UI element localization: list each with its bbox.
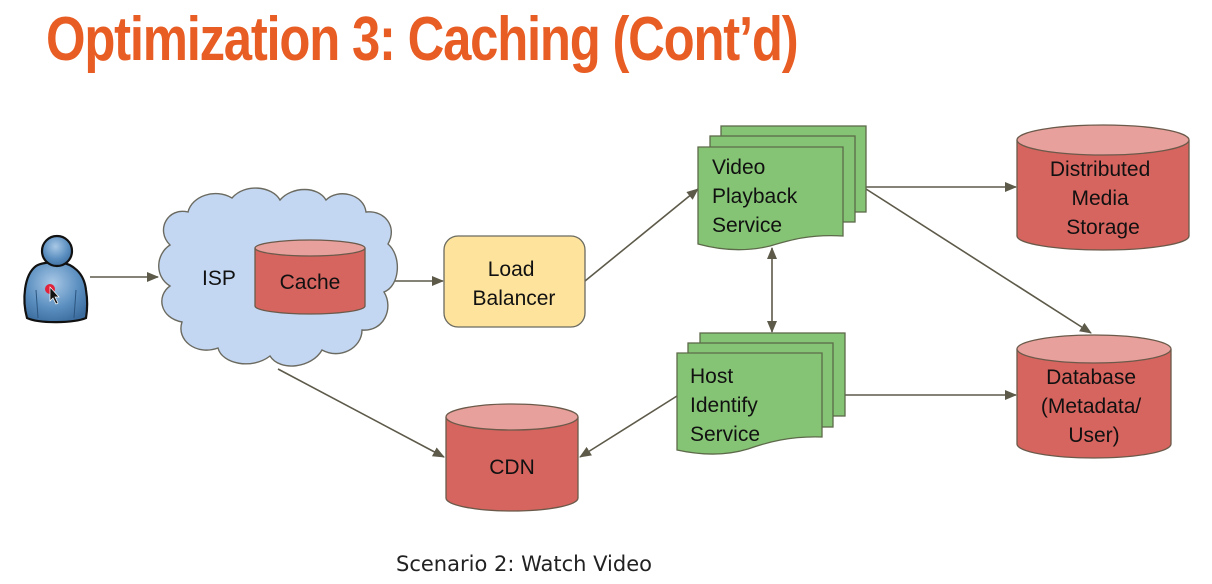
cache-label: Cache [280,271,341,294]
cdn-cylinder[interactable]: CDN [445,403,579,512]
media-storage-label: Distributed Media Storage [1050,158,1156,239]
slide-title: Optimization 3: Caching (Cont’d) [46,5,799,74]
user-node[interactable] [23,234,89,324]
load-balancer-box[interactable]: Load Balancer [443,235,586,328]
host-identify-label: Host Identify Service [690,365,764,446]
mouse-cursor-icon [45,284,60,305]
cache-cylinder[interactable]: Cache [254,239,366,315]
load-balancer-label: Load Balancer [473,258,556,310]
video-playback-service-stack[interactable]: Video Playback Service [697,125,867,251]
cdn-label: CDN [489,456,535,479]
edge-host-identify-cdn [579,395,678,458]
isp-label: ISP [202,267,236,290]
edge-video-playback-database [865,188,1092,334]
video-playback-label: Video Playback Service [712,156,803,237]
database-label: Database (Metadata/ User) [1041,366,1147,447]
media-storage-cylinder[interactable]: Distributed Media Storage [1016,124,1190,251]
user-icon [23,234,89,324]
edges [90,182,1092,458]
edge-load-balancer-video-playback [584,188,699,282]
database-cylinder[interactable]: Database (Metadata/ User) [1016,334,1172,459]
slide-caption: Scenario 2: Watch Video [396,552,652,576]
edge-isp-cdn [277,368,445,458]
host-identify-service-stack[interactable]: Host Identify Service [676,332,846,455]
